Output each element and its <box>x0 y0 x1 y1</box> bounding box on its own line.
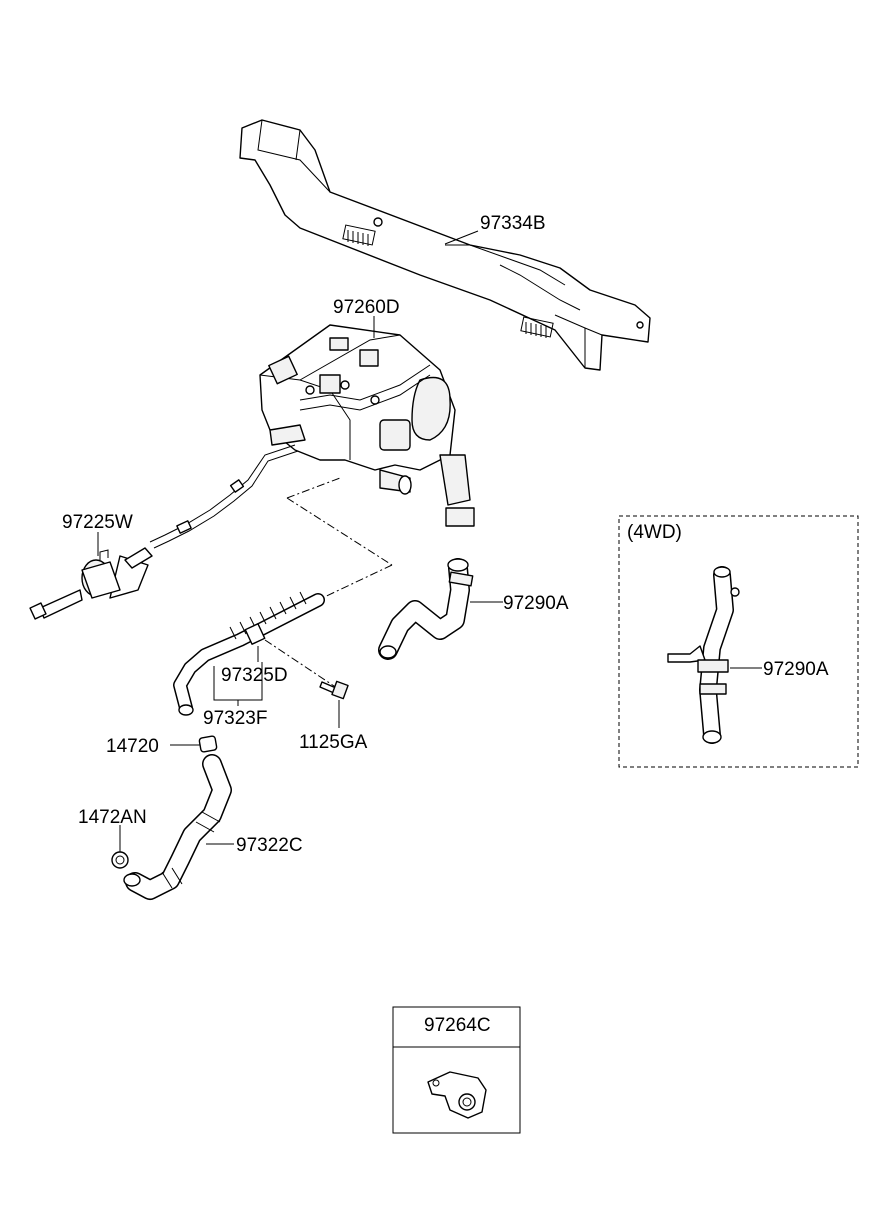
clamp-14720 <box>198 735 218 753</box>
label-1125GA: 1125GA <box>299 732 368 753</box>
label-97323F: 97323F <box>203 708 267 729</box>
label-97334B: 97334B <box>480 213 546 234</box>
label-14720: 14720 <box>106 736 159 757</box>
label-97322C: 97322C <box>236 835 303 856</box>
label-97264C: 97264C <box>424 1015 491 1036</box>
inset-4wd: (4WD) <box>618 515 859 768</box>
label-97290A-4wd: 97290A <box>763 659 829 680</box>
fuel-line <box>149 444 296 543</box>
label-97260D: 97260D <box>333 297 400 318</box>
hose-97322C <box>123 754 232 900</box>
clip-1472AN <box>111 851 129 869</box>
leader-97334B <box>444 230 479 245</box>
box-97264C <box>392 1006 521 1134</box>
label-97225W: 97225W <box>62 512 133 533</box>
fuel-pump-97225W <box>29 547 153 620</box>
hose-97290A <box>378 558 474 660</box>
duct-97334B <box>239 119 651 371</box>
label-97290A: 97290A <box>503 593 569 614</box>
inset-4wd-title: (4WD) <box>627 522 682 543</box>
label-1472AN: 1472AN <box>78 807 147 828</box>
heater-unit-97260D <box>259 324 475 527</box>
exhaust-pipe-97325D <box>173 591 325 716</box>
bolt-1125GA <box>319 680 349 700</box>
label-97325D: 97325D <box>221 665 288 686</box>
